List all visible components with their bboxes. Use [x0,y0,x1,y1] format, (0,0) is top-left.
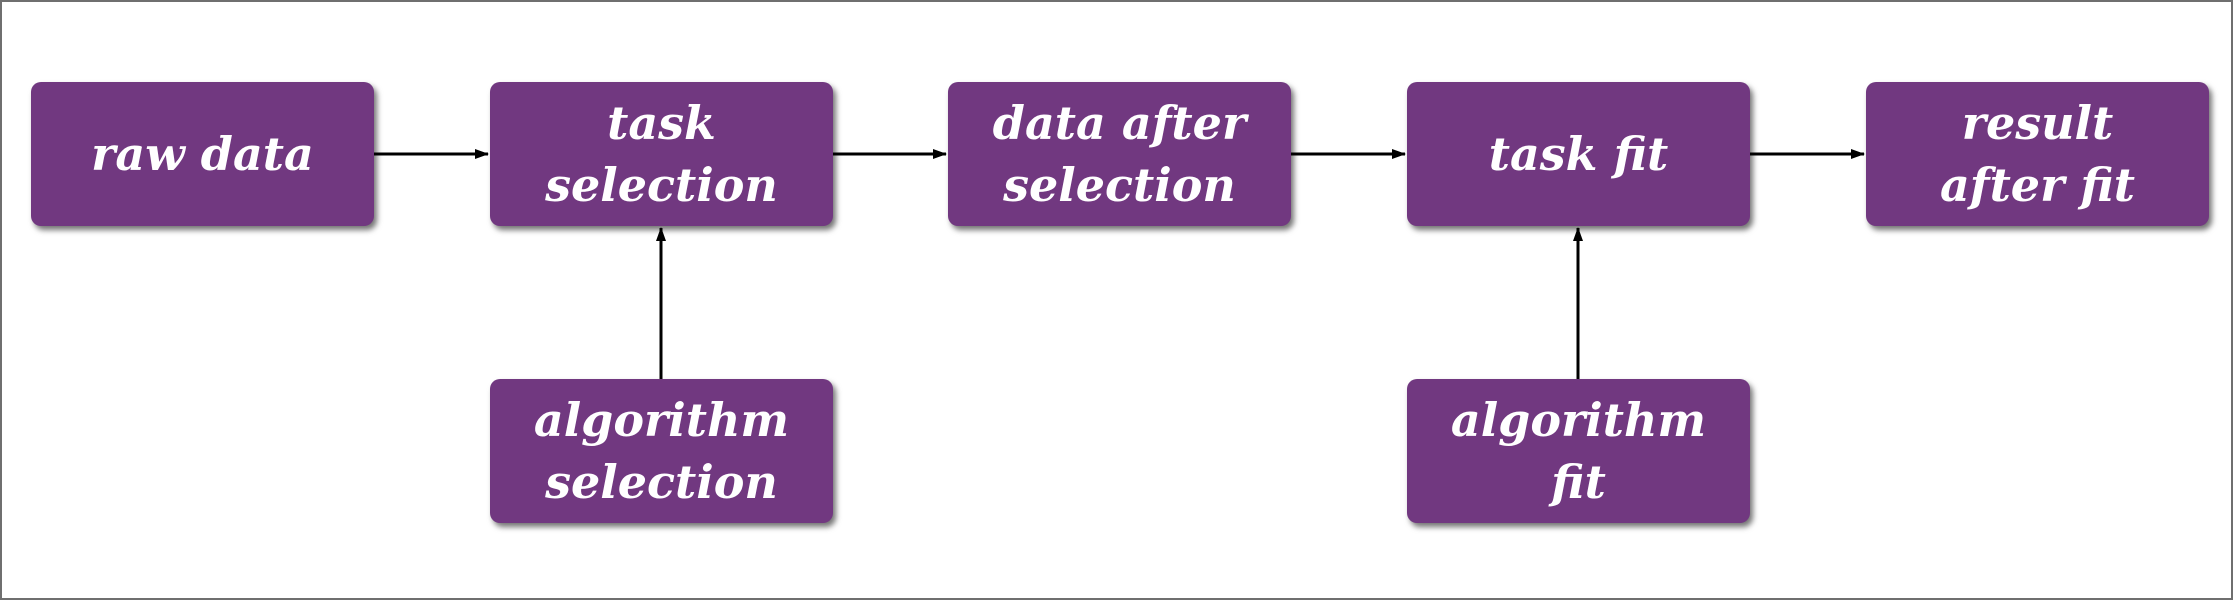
node-raw-data: raw data [31,82,374,226]
node-algorithm-fit: algorithm fit [1407,379,1750,523]
node-task-fit: task fit [1407,82,1750,226]
node-data-after-selection: data after selection [948,82,1291,226]
node-algorithm-selection: algorithm selection [490,379,833,523]
node-result-after-fit: result after fit [1866,82,2209,226]
node-task-selection: task selection [490,82,833,226]
